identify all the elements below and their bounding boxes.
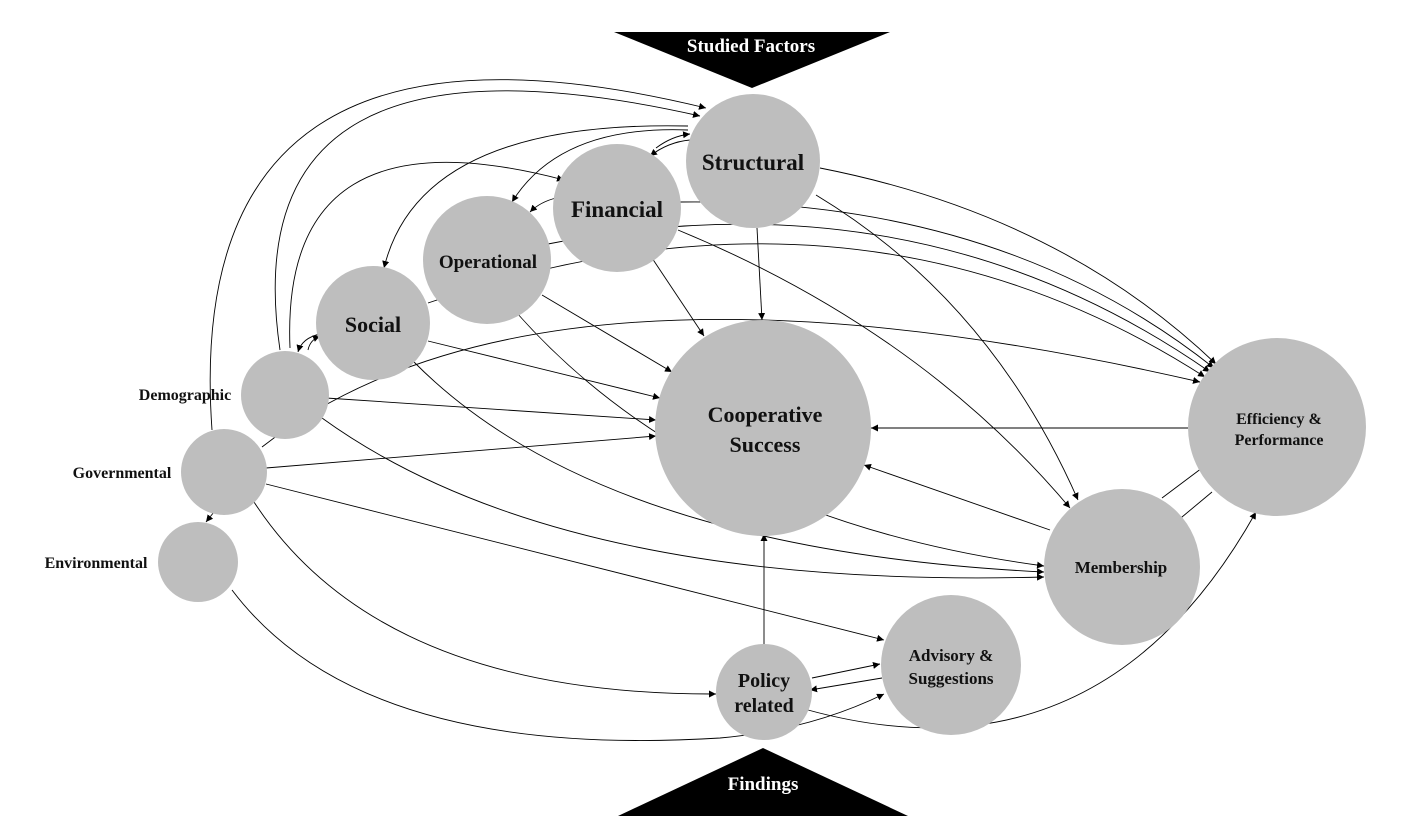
node-governmental: Governmental [73,429,267,515]
node-governmental-label: Governmental [73,465,172,482]
edge-governmental-to-efficiency [261,318,1201,448]
edge-financial-to-operational [529,197,557,213]
node-policy-related-label-line2: related [734,695,794,717]
edge-efficiency-to-membership [1175,491,1213,523]
node-operational: Operational [423,196,551,324]
node-environmental: Environmental [45,522,238,602]
node-advisory-suggestions: Advisory & Suggestions [881,595,1021,735]
node-financial-label: Financial [571,197,663,222]
node-advisory-suggestions-circle [881,595,1021,735]
node-cooperative-success: Cooperative Success [655,320,871,536]
edge-social-to-membership [413,361,1045,576]
edge-advisory-to-policy [809,677,883,693]
edge-structural-to-membership [815,194,1079,501]
edge-governmental-to-structural [209,79,707,431]
node-social-label: Social [345,312,401,337]
findings-banner: Findings [618,748,908,816]
node-advisory-suggestions-label-line1: Advisory & [909,646,994,665]
node-demographic: Demographic [139,351,329,439]
node-efficiency-performance-label-line2: Performance [1235,432,1324,449]
edge-structural-to-social [382,125,689,269]
edge-policy-to-efficiency [807,511,1257,729]
edge-governmental-to-environmental [205,511,215,523]
edge-environmental-to-advisory [231,589,885,741]
edge-financial-to-success [651,257,705,337]
node-policy-related-label-line1: Policy [738,670,790,692]
node-efficiency-performance-circle [1188,338,1366,516]
node-advisory-suggestions-label-line2: Suggestions [908,669,993,688]
edge-financial-to-structural [655,131,691,149]
edge-social-to-success [427,340,661,400]
edge-governmental-to-advisory [265,483,885,642]
edge-financial-to-membership [677,229,1071,509]
studied-factors-label: Studied Factors [687,36,815,57]
node-operational-circle [423,196,551,324]
edge-structural-to-financial [649,139,691,157]
edge-structural-to-success [756,227,766,321]
node-structural-label: Structural [702,150,804,175]
edge-governmental-to-success [265,433,657,469]
studied-factors-banner: Studied Factors [614,32,890,88]
node-demographic-circle [241,351,329,439]
edge-operational-to-success [541,294,673,373]
node-structural: Structural [686,94,820,228]
node-governmental-circle [181,429,267,515]
edge-demographic-to-success [325,397,657,424]
studied-factors-banner-shape [614,32,890,88]
node-demographic-label: Demographic [139,387,231,404]
edge-demographic-to-financial [289,161,565,349]
edge-structural-to-operational [511,129,689,203]
node-efficiency-performance-label-line1: Efficiency & [1236,411,1322,428]
node-operational-label: Operational [439,252,537,273]
node-social-circle [316,266,430,380]
node-policy-related-circle [716,644,812,740]
edge-structural-to-efficiency [819,167,1217,365]
edge-social-to-demographic [296,333,321,353]
node-structural-circle [686,94,820,228]
node-environmental-label: Environmental [45,555,148,572]
node-cooperative-success-label-line2: Success [730,432,801,457]
edge-policy-to-advisory [811,661,881,679]
node-membership-label: Membership [1075,558,1168,577]
findings-label: Findings [728,774,799,795]
findings-banner-shape [618,748,908,816]
edge-demographic-to-membership [321,417,1045,581]
node-social: Social [316,266,430,380]
edge-membership-to-success [863,464,1051,531]
node-environmental-circle [158,522,238,602]
edge-demographic-to-structural [274,90,701,351]
node-membership: Membership [1044,489,1200,645]
node-financial-circle [553,144,681,272]
node-cooperative-success-label-line1: Cooperative [708,402,823,427]
node-policy-related: Policy related [716,644,812,740]
nodes: Structural Financial Operational Social … [45,94,1366,740]
node-membership-circle [1044,489,1200,645]
node-efficiency-performance: Efficiency & Performance [1188,338,1366,516]
node-financial: Financial [553,144,681,272]
edge-governmental-to-policy [253,501,717,698]
node-cooperative-success-circle [655,320,871,536]
edges [205,79,1257,741]
